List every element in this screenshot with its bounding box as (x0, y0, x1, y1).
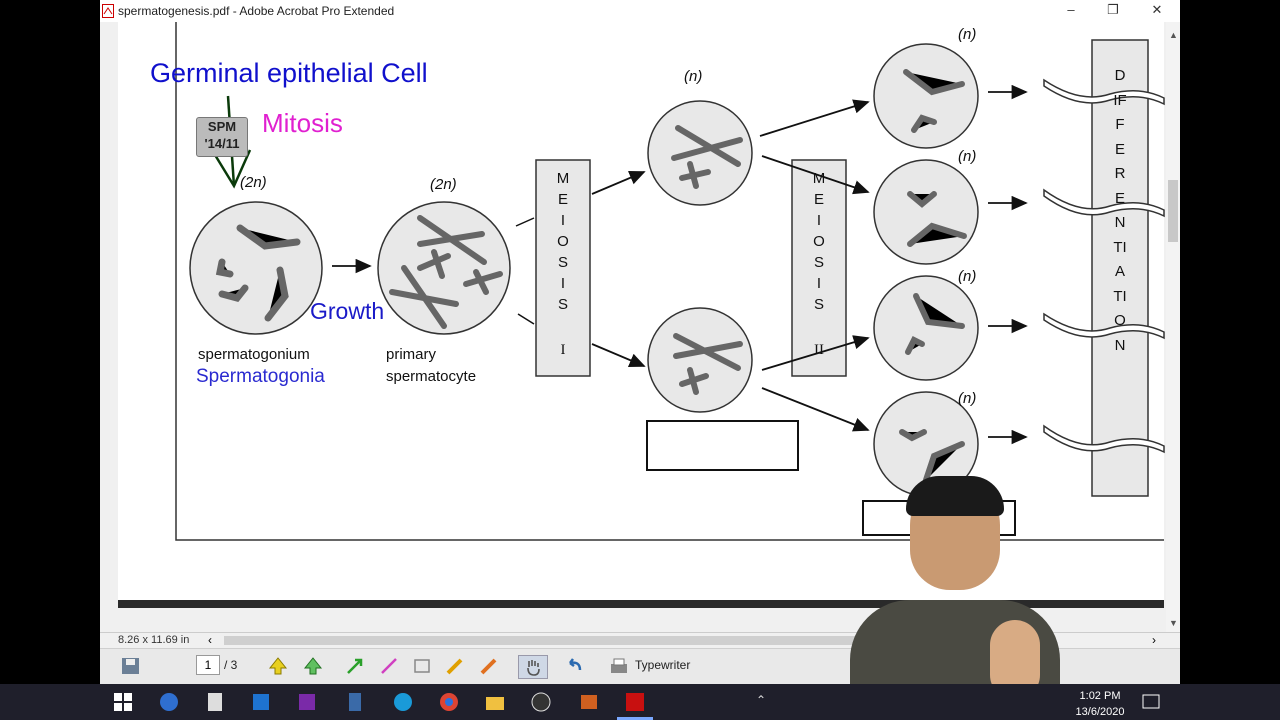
annotation-arrow-head (210, 149, 252, 189)
meiosis-II-text: MEIOSIS (812, 170, 826, 313)
ploidy-label-spermatid-3: (n) (958, 268, 977, 285)
ploidy-label-spermatogonium: (2n) (240, 174, 267, 191)
ploidy-label-spermatid-1: (n) (958, 26, 977, 43)
meiosis-II-bar (791, 159, 847, 377)
upload-app-icon[interactable] (250, 691, 272, 713)
arrow-tool-icon[interactable] (344, 655, 366, 677)
flow-arrows (332, 84, 1028, 445)
onenote-icon[interactable] (296, 691, 318, 713)
hscroll-left-icon[interactable]: ‹ (208, 633, 212, 647)
chromosomes-secondary-bottom (673, 333, 743, 395)
chromosomes-primary (389, 215, 503, 329)
typewriter-button[interactable]: Typewriter (635, 658, 691, 672)
chromosomes-spermatids (899, 69, 967, 483)
meiosis-I-bar (535, 159, 591, 377)
spermatogonium-cell (189, 201, 323, 335)
calculator-icon[interactable] (204, 691, 226, 713)
sperm-tails (1043, 78, 1165, 454)
hscroll-thumb[interactable] (224, 636, 864, 645)
growth-label: Growth (310, 298, 385, 324)
clock-time: 1:02 PM (1079, 690, 1121, 702)
page-edge (118, 600, 1164, 608)
page-number-input[interactable]: 1 (196, 655, 220, 675)
mitosis-label: Mitosis (262, 108, 343, 138)
spermatogonia-label: Spermatogonia (196, 366, 325, 387)
select-plus-icon[interactable] (302, 655, 324, 677)
scroll-up-icon[interactable]: ▲ (1169, 30, 1178, 40)
pdf-file-icon (102, 4, 114, 18)
line-tool-icon[interactable] (378, 655, 400, 677)
close-button[interactable]: ✕ (1151, 2, 1163, 17)
hand-tool-button[interactable] (518, 655, 548, 679)
ploidy-label-spermatid-4: (n) (958, 390, 977, 407)
primary-caption-line1: primary (386, 346, 437, 363)
chromosomes-spermatogonium (215, 224, 301, 322)
differentiation-text: DIFFERENTIATION (1113, 67, 1127, 354)
primary-caption-line2: spermatocyte (386, 368, 477, 385)
app-s-icon[interactable] (158, 691, 180, 713)
spermatogonium-caption: spermatogonium (198, 346, 310, 363)
tray-chevron-icon[interactable]: ⌃ (756, 693, 767, 707)
rectangle-icon[interactable] (411, 655, 433, 677)
ploidy-label-primary: (2n) (430, 176, 457, 193)
spm-badge-line2: '14/11 (204, 136, 240, 151)
file-app-icon[interactable] (344, 691, 366, 713)
minimize-button[interactable]: – (1067, 2, 1075, 17)
restore-button[interactable]: ❐ (1107, 2, 1119, 17)
active-app-indicator (617, 717, 653, 720)
meiosis-II-numeral: II (814, 342, 824, 358)
highlighter-icon[interactable] (444, 655, 466, 677)
meiosis-I-numeral: I (560, 342, 566, 358)
chrome-icon[interactable] (438, 691, 460, 713)
edge-icon[interactable] (392, 691, 414, 713)
ploidy-label-secondary: (n) (684, 68, 703, 85)
scroll-down-icon[interactable]: ▼ (1169, 618, 1178, 628)
presenter-hair (906, 476, 1004, 516)
save-icon[interactable] (120, 655, 142, 677)
spm-badge: SPM '14/11 (196, 117, 248, 157)
differentiation-bar (1091, 39, 1149, 497)
app-box-icon[interactable] (578, 691, 600, 713)
undo-icon[interactable] (564, 655, 586, 677)
chromosomes-secondary-top (671, 125, 743, 189)
pen-icon[interactable] (478, 655, 500, 677)
taskbar: ⌃ (0, 684, 1280, 720)
taskbar-clock[interactable]: 1:02 PM 13/6/2020 (1068, 688, 1132, 720)
webcam-presenter (840, 470, 1070, 720)
heading-label: Germinal epithelial Cell (150, 58, 428, 88)
obs-icon[interactable] (530, 691, 552, 713)
typewriter-icon[interactable] (608, 655, 630, 677)
clock-date: 13/6/2020 (1075, 706, 1125, 718)
hscroll-right-icon[interactable]: › (1152, 633, 1156, 647)
title-bar: spermatogenesis.pdf - Adobe Acrobat Pro … (100, 0, 1180, 23)
select-up-icon[interactable] (267, 655, 289, 677)
page-size-label: 8.26 x 11.69 in (118, 634, 190, 646)
window-title: spermatogenesis.pdf - Adobe Acrobat Pro … (118, 4, 395, 18)
windows-start-icon[interactable] (112, 691, 134, 713)
answer-box-secondary (646, 420, 799, 471)
vertical-scrollbar[interactable]: ▲ ▼ (1166, 22, 1180, 632)
notification-icon[interactable] (1140, 691, 1162, 713)
page-total: / 3 (224, 658, 238, 672)
figure-frame (175, 22, 1164, 541)
file-explorer-icon[interactable] (484, 691, 506, 713)
connector-lines (515, 217, 535, 325)
meiosis-I-text: MEIOSIS (556, 170, 570, 313)
scroll-thumb[interactable] (1168, 180, 1178, 242)
hand-icon (527, 660, 540, 676)
acrobat-icon[interactable] (624, 691, 646, 713)
ploidy-label-spermatid-2: (n) (958, 148, 977, 165)
spm-badge-line1: SPM (207, 119, 237, 134)
